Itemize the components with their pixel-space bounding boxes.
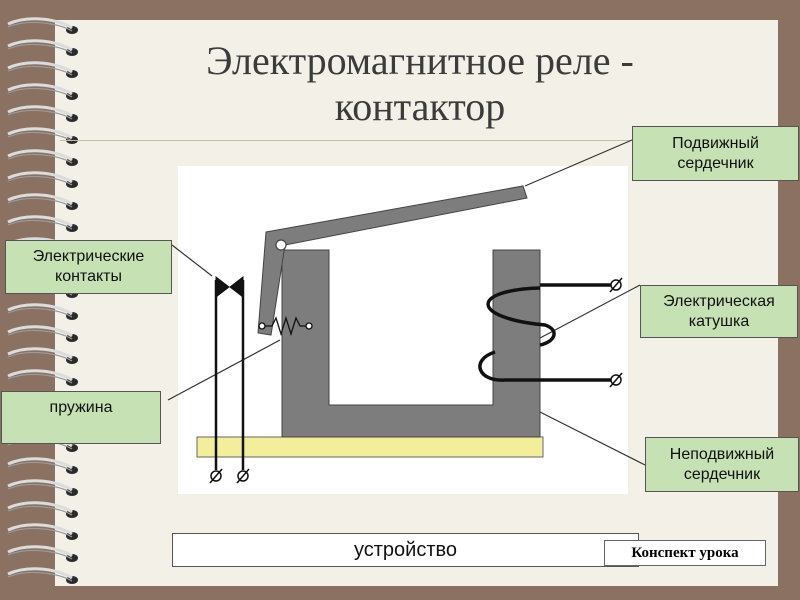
binding-ring: [7, 17, 73, 30]
binding-ring: [7, 83, 73, 96]
binding-hole: [66, 114, 78, 122]
binding-ring: [7, 567, 73, 580]
binding-ring-shadow: [7, 307, 73, 318]
spring: [258, 315, 313, 337]
binding-ring-shadow: [7, 373, 73, 384]
binding-ring-shadow: [7, 21, 73, 32]
electrical-contacts: [214, 275, 245, 470]
binding-hole: [66, 312, 78, 320]
fixed-core: [281, 249, 541, 438]
binding-ring: [7, 325, 73, 338]
label-electrical-contacts: Электрические контакты: [5, 240, 172, 294]
binding-ring-shadow: [7, 549, 73, 560]
binding-ring: [7, 149, 73, 162]
binding-ring: [7, 369, 73, 382]
label-spring: пружина: [1, 391, 161, 444]
callout-line-contacts: [171, 244, 213, 277]
binding-hole: [66, 510, 78, 518]
binding-ring: [7, 215, 73, 228]
binding-ring-shadow: [7, 87, 73, 98]
binding-hole: [66, 444, 78, 452]
binding-ring: [7, 105, 73, 118]
title-line-2: контактор: [334, 84, 506, 129]
pivot-point: [275, 239, 287, 251]
label-moving-core: Подвижный сердечник: [632, 126, 799, 181]
binding-ring-shadow: [7, 461, 73, 472]
binding-hole: [66, 48, 78, 56]
lesson-notes-button[interactable]: Конспект урока: [604, 540, 766, 566]
binding-ring: [7, 193, 73, 206]
binding-hole: [66, 554, 78, 562]
label-electrical-coil: Электрическая катушка: [640, 285, 798, 338]
binding-ring: [7, 127, 73, 140]
binding-ring: [7, 303, 73, 316]
binding-ring-shadow: [7, 329, 73, 340]
binding-ring-shadow: [7, 43, 73, 54]
base-plate: [196, 436, 544, 458]
binding-ring-shadow: [7, 197, 73, 208]
binding-hole: [66, 356, 78, 364]
binding-hole: [66, 158, 78, 166]
binding-hole: [66, 180, 78, 188]
binding-ring-shadow: [7, 175, 73, 186]
binding-hole: [66, 466, 78, 474]
binding-ring-shadow: [7, 153, 73, 164]
binding-hole: [66, 224, 78, 232]
binding-ring: [7, 479, 73, 492]
binding-hole: [66, 92, 78, 100]
callout-line-fixed-core: [539, 411, 646, 466]
binding-hole: [66, 576, 78, 584]
binding-hole: [66, 26, 78, 34]
binding-ring-shadow: [7, 483, 73, 494]
caption-device: устройство: [172, 533, 639, 567]
label-fixed-core: Неподвижный сердечник: [645, 437, 799, 492]
binding-ring-shadow: [7, 351, 73, 362]
callout-line-spring: [167, 339, 281, 401]
binding-ring-shadow: [7, 65, 73, 76]
binding-ring: [7, 347, 73, 360]
binding-ring: [7, 39, 73, 52]
binding-ring-shadow: [7, 109, 73, 120]
callout-line-moving-core: [524, 139, 633, 187]
binding-ring-shadow: [7, 527, 73, 538]
callout-line-coil: [539, 284, 641, 339]
binding-ring-shadow: [7, 571, 73, 582]
binding-ring: [7, 545, 73, 558]
binding-hole: [66, 532, 78, 540]
binding-hole: [66, 378, 78, 386]
binding-ring: [7, 61, 73, 74]
title-line-1: Электромагнитное реле -: [206, 38, 634, 83]
binding-ring: [7, 457, 73, 470]
binding-ring-shadow: [7, 219, 73, 230]
coil-windings: [478, 283, 612, 382]
page-title: Электромагнитное реле - контактор: [120, 38, 720, 130]
binding-ring: [7, 171, 73, 184]
binding-ring-shadow: [7, 505, 73, 516]
binding-hole: [66, 334, 78, 342]
binding-hole: [66, 488, 78, 496]
binding-hole: [66, 202, 78, 210]
binding-ring: [7, 523, 73, 536]
title-divider: [60, 140, 775, 141]
binding-ring: [7, 501, 73, 514]
binding-ring-shadow: [7, 131, 73, 142]
coil-terminals: [609, 277, 623, 388]
contact-terminals: [209, 468, 250, 484]
binding-hole: [66, 70, 78, 78]
